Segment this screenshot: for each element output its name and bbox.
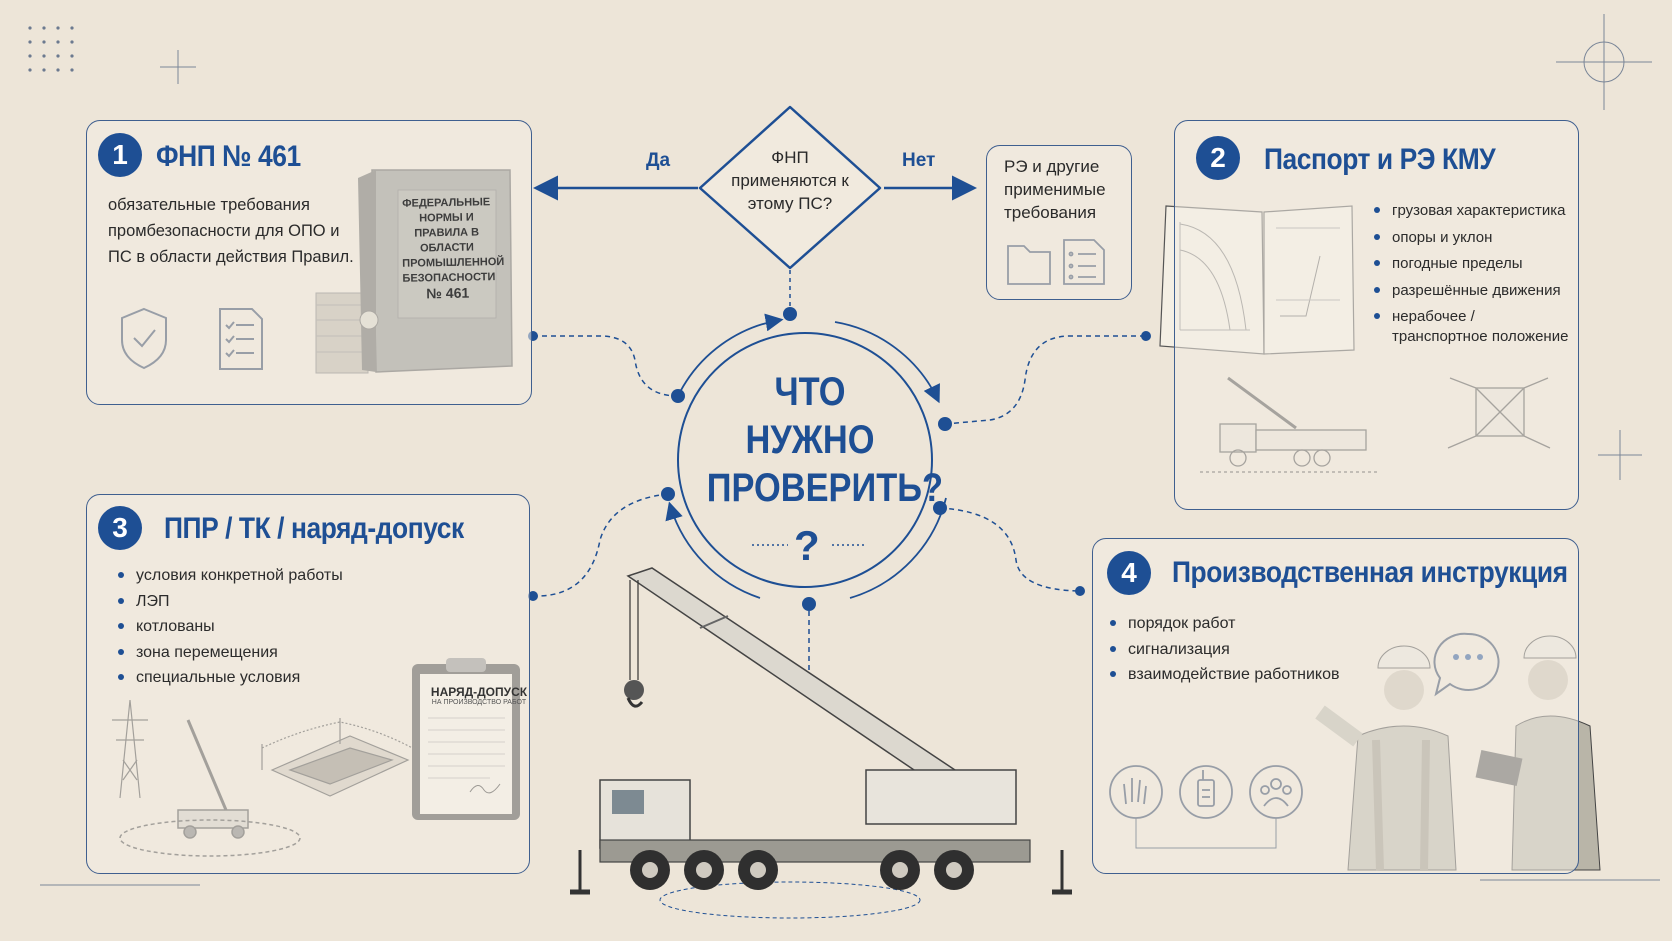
card3-title: ППР / ТК / наряд-допуск [164, 512, 464, 545]
card2-title: Паспорт и РЭ КМУ [1264, 143, 1496, 176]
card1-title: ФНП № 461 [156, 140, 301, 173]
center-question: ЧТО НУЖНО ПРОВЕРИТЬ? [706, 368, 943, 512]
list-item: ЛЭП [114, 589, 394, 615]
no-result-text: РЭ и другие применимые требования [1004, 157, 1106, 222]
card1-description: обязательные требования промбезопасности… [108, 196, 354, 266]
decision-diamond [698, 105, 882, 270]
permit-title: НАРЯД-ДОПУСК [430, 685, 528, 699]
permit-subtitle: НА ПРОИЗВОДСТВО РАБОТ [431, 699, 527, 706]
card4-number: 4 [1107, 551, 1151, 595]
card3-list: условия конкретной работы ЛЭП котлованы … [114, 563, 394, 691]
list-item: взаимодействие работников [1106, 662, 1386, 688]
card2-list: грузовая характеристика опоры и уклон по… [1370, 198, 1570, 347]
connector-dot [783, 307, 797, 321]
book-cover-text: ФЕДЕРАЛЬНЫЕ НОРМЫ И ПРАВИЛА В ОБЛАСТИ ПР… [401, 195, 504, 304]
list-item: зона перемещения [114, 640, 394, 666]
center-circle [661, 313, 952, 611]
decision-question: ФНП применяются к этому ПС? [731, 148, 849, 213]
list-item: котлованы [114, 614, 394, 640]
center-line-3: ПРОВЕРИТЬ? [706, 466, 943, 510]
list-item: порядок работ [1106, 611, 1386, 637]
list-item: специальные условия [114, 665, 394, 691]
card4-list: порядок работ сигнализация взаимодействи… [1106, 611, 1386, 688]
card4-title: Производственная инструкция [1172, 556, 1568, 589]
dot-grid-decoration [28, 26, 74, 72]
mobile-crane-illustration [570, 567, 1072, 919]
book-cover-number: № 461 [426, 284, 470, 302]
yes-label: Да [646, 150, 671, 171]
card-fnp-461 [86, 120, 532, 405]
question-mark: ? [794, 522, 820, 569]
list-item: нерабочее / транспортное положение [1370, 304, 1570, 347]
card1-number: 1 [98, 133, 142, 177]
list-item: сигнализация [1106, 637, 1386, 663]
list-item: погодные пределы [1370, 251, 1570, 278]
no-result-box [986, 145, 1132, 300]
list-item: условия конкретной работы [114, 563, 394, 589]
no-label: Нет [902, 150, 936, 171]
list-item: разрешённые движения [1370, 278, 1570, 305]
crosshair-decoration [40, 14, 1660, 886]
card-ppr-permit [86, 494, 530, 874]
book-cover-title: ФЕДЕРАЛЬНЫЕ НОРМЫ И ПРАВИЛА В ОБЛАСТИ ПР… [402, 196, 505, 285]
list-item: опоры и уклон [1370, 225, 1570, 252]
center-line-2: НУЖНО [745, 418, 875, 462]
center-line-1: ЧТО [774, 370, 846, 414]
list-item: грузовая характеристика [1370, 198, 1570, 225]
card3-number: 3 [98, 506, 142, 550]
card2-number: 2 [1196, 136, 1240, 180]
card-production-instruction [1092, 538, 1579, 874]
